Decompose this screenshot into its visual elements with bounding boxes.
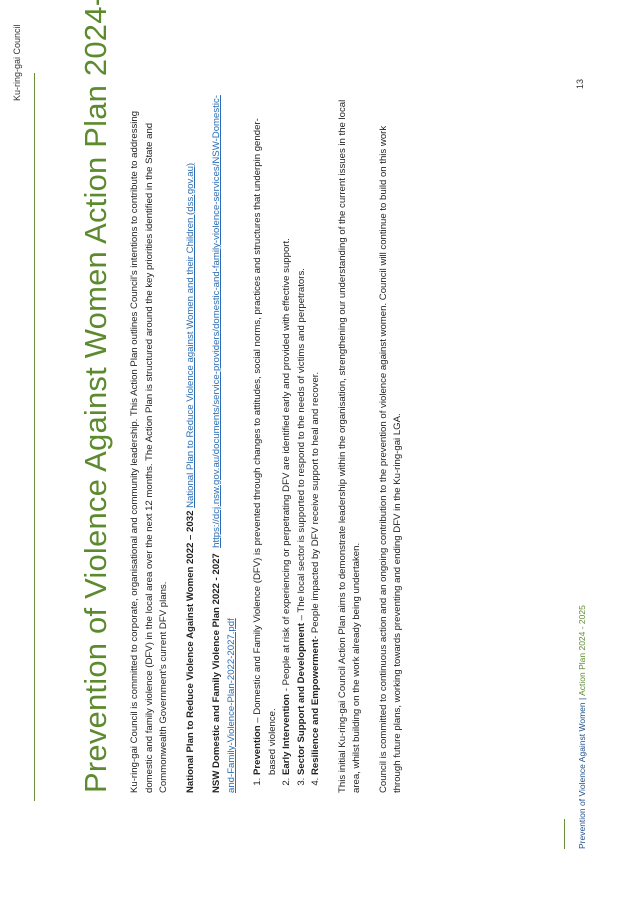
priority-term: Resilience and Empowerment xyxy=(310,639,321,775)
national-plan-link[interactable]: National Plan to Reduce Violence against… xyxy=(184,162,196,508)
national-plan-label: National Plan to Reduce Violence Against… xyxy=(184,510,196,793)
nsw-plan-line: NSW Domestic and Family Violence Plan 20… xyxy=(210,93,239,793)
priority-term: Sector Support and Development xyxy=(295,623,307,775)
national-plan-line: National Plan to Reduce Violence Against… xyxy=(184,93,199,793)
list-item: Sector Support and Development – The loc… xyxy=(295,93,310,775)
body-text: Ku-ring-gai Council is committed to corp… xyxy=(128,93,418,793)
footer-doc-title: Prevention of Violence Against Women xyxy=(577,702,587,849)
priority-text: - People at risk of experiencing or perp… xyxy=(281,238,292,694)
priorities-list: Prevention – Domestic and Family Violenc… xyxy=(251,93,324,793)
commitment-paragraph: Council is committed to continuous actio… xyxy=(377,125,404,793)
footer-plan-title: Action Plan 2024 - 2025 xyxy=(577,605,587,696)
list-item: Resilience and Empowerment- People impac… xyxy=(309,93,324,775)
priority-term: Early Intervention xyxy=(281,693,292,775)
priority-text: – Domestic and Family Violence (DFV) is … xyxy=(252,118,278,775)
list-item: Prevention – Domestic and Family Violenc… xyxy=(251,93,280,775)
nsw-plan-label: NSW Domestic and Family Violence Plan 20… xyxy=(211,553,222,793)
priority-text: - People impacted by DFV receive support… xyxy=(310,371,321,640)
list-item: Early Intervention - People at risk of e… xyxy=(280,93,295,775)
header-divider xyxy=(34,73,35,801)
council-name: Ku-ring-gai Council xyxy=(12,24,22,101)
priority-term: Prevention xyxy=(252,725,263,775)
footer-divider xyxy=(564,819,565,849)
leadership-paragraph: This initial Ku-ring-gai Council Action … xyxy=(336,99,363,793)
priority-text: – The local sector is supported to respo… xyxy=(295,268,307,624)
intro-paragraph: Ku-ring-gai Council is committed to corp… xyxy=(129,110,169,793)
footer: Prevention of Violence Against Women | A… xyxy=(577,605,587,849)
page-number: 13 xyxy=(575,78,585,89)
page-title: Prevention of Violence Against Women Act… xyxy=(78,0,113,793)
footer-separator: | xyxy=(577,695,587,703)
